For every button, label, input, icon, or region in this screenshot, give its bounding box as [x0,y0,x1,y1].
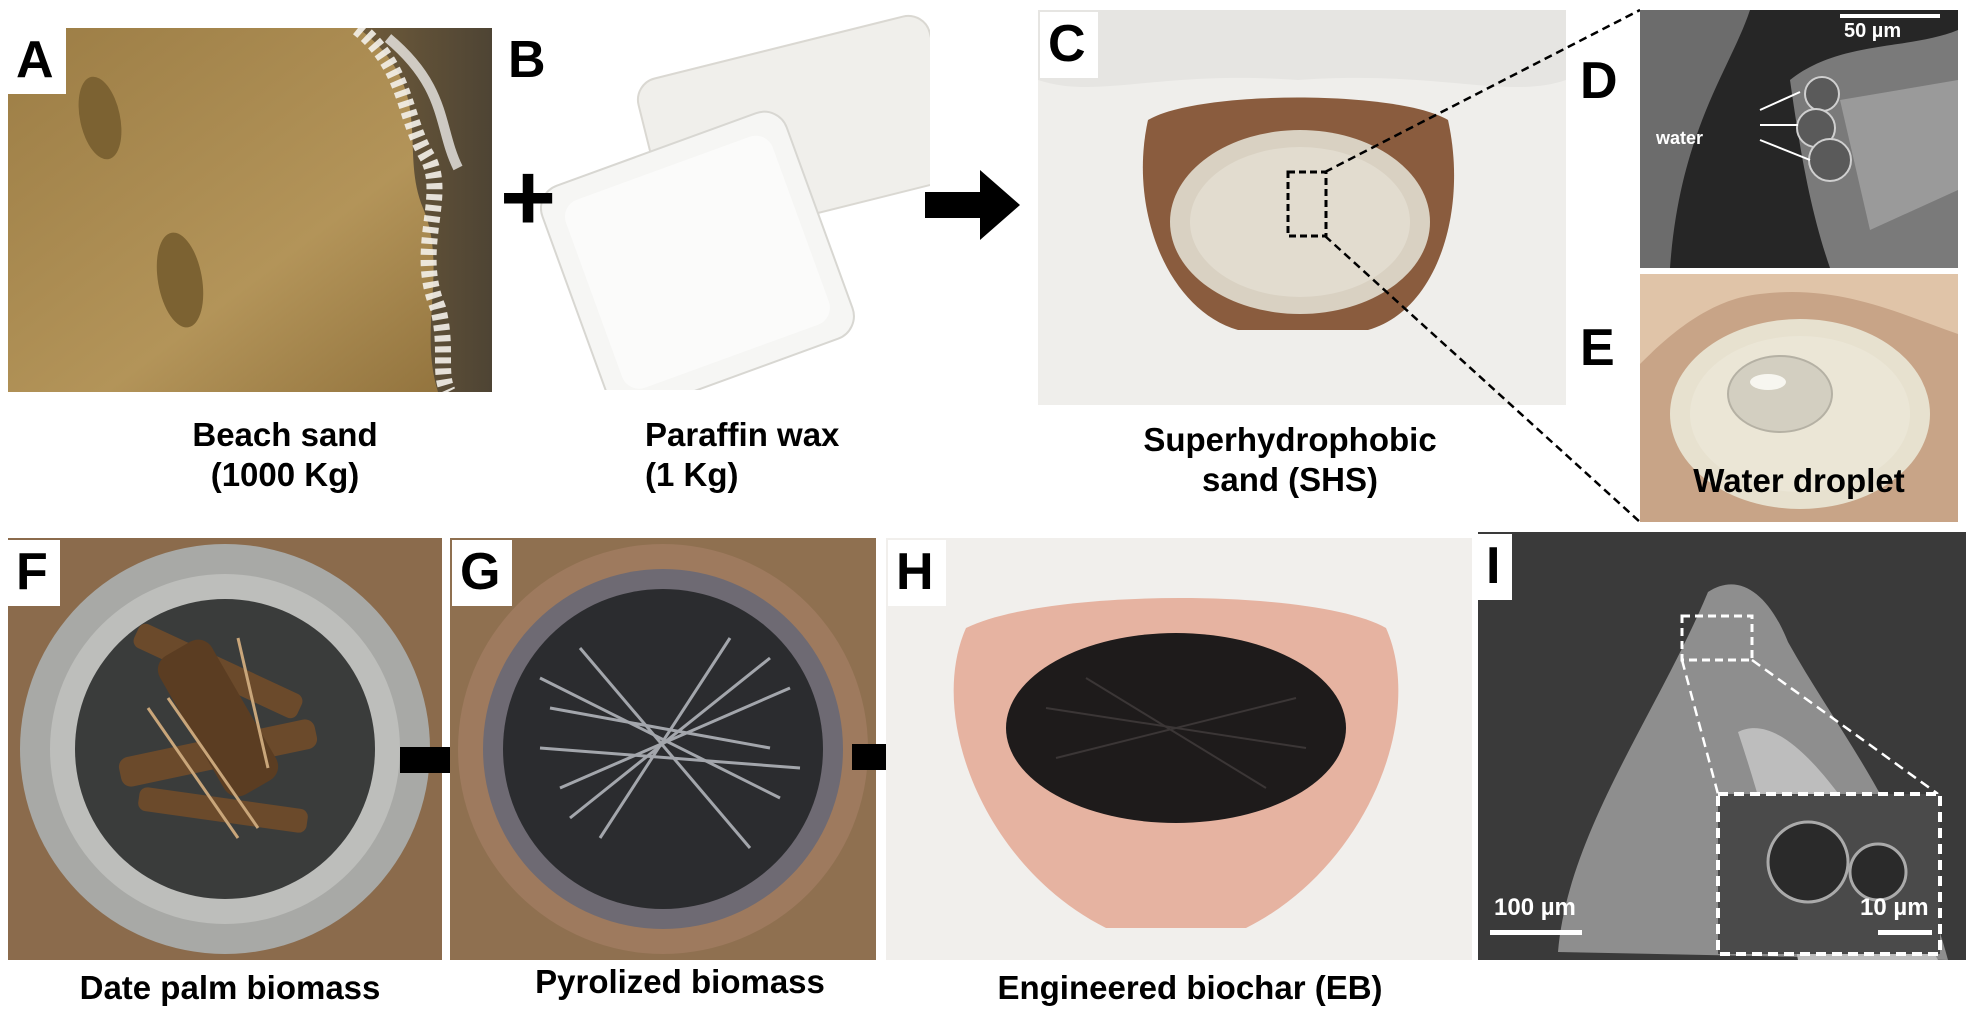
caption-line-1: Paraffin wax [645,416,840,453]
water-droplet-label: Water droplet [1693,462,1905,499]
caption-beach-sand: Beach sand (1000 Kg) [100,415,470,495]
panel-d-sem-image: water 50 µm [1640,10,1958,268]
panel-b-paraffin-wax-photo [540,10,930,390]
panel-c-superhydrophobic-sand-photo [1038,10,1566,405]
panel-label-a: A [8,28,66,94]
caption-pyrolized-biomass: Pyrolized biomass [535,963,825,1000]
panel-h-engineered-biochar-photo [886,538,1472,960]
panel-label-c: C [1040,12,1098,78]
caption-line-2: (1000 Kg) [210,456,360,493]
caption-line-2: (1 Kg) [645,456,739,493]
water-label: water [1656,128,1704,148]
caption-paraffin-wax: Paraffin wax (1 Kg) [590,415,930,495]
caption-date-palm-biomass: Date palm biomass [79,969,381,1006]
caption-line-2: sand (SHS) [1201,461,1379,498]
panel-e-water-droplet-photo: Water droplet [1640,274,1958,522]
caption-line-1: Superhydrophobic [1143,421,1437,458]
panel-a-beach-sand-photo [8,28,492,392]
panel-label-b: B [500,28,558,94]
caption-superhydrophobic-sand: Superhydrophobic sand (SHS) [1090,420,1490,500]
caption-engineered-biochar: Engineered biochar (EB) [997,969,1383,1006]
arrow-right-icon [925,170,1020,240]
panel-label-f: F [8,540,60,606]
scale-bar-inset [1878,930,1932,935]
panel-label-g: G [452,540,513,606]
scale-bar-main [1490,930,1582,935]
panel-f-date-palm-biomass-photo [8,538,442,960]
caption-line-1: Beach sand [192,416,378,453]
scale-bar-label-main: 100 µm [1494,894,1576,921]
panel-label-i: I [1478,534,1513,600]
scale-bar-label-inset: 10 µm [1860,894,1929,921]
panel-label-e: E [1580,319,1615,377]
panel-label-d: D [1580,52,1618,110]
panel-i-sem-image: 100 µm 10 µm [1478,532,1966,960]
panel-label-h: H [888,540,946,606]
plus-sign: + [500,144,557,251]
panel-g-pyrolized-biomass-photo [450,538,876,960]
scale-bar [1840,14,1940,18]
scale-bar-label: 50 µm [1844,20,1902,42]
